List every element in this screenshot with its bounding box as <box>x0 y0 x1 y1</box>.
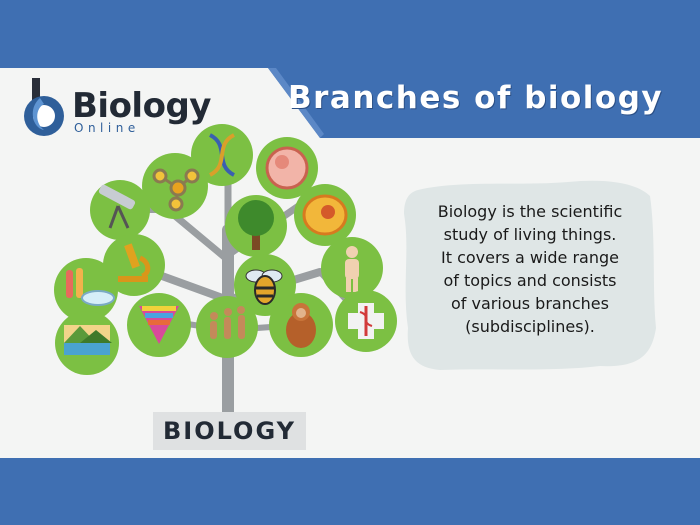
leaf-test-tubes <box>54 258 118 322</box>
human-evolution-icon <box>210 306 245 339</box>
bee-icon <box>245 269 283 305</box>
cell-icon <box>302 194 348 236</box>
leaf-human-body <box>321 237 383 299</box>
description-cloud <box>404 180 656 370</box>
microscope-icon <box>118 243 151 282</box>
biology-online-logo <box>24 78 64 136</box>
bottom-band <box>0 458 700 525</box>
orangutan-icon <box>286 303 316 348</box>
dna-icon <box>208 133 236 177</box>
telescope-icon <box>98 184 136 229</box>
food-pyramid-icon <box>139 306 179 344</box>
leaf-food-pyramid <box>127 293 191 357</box>
leaf-human-evolution <box>196 296 258 358</box>
leaf-embryo <box>256 137 318 199</box>
leaf-orangutan <box>269 293 333 357</box>
leaf-telescope <box>90 180 150 240</box>
page-title: Branches of biology <box>288 80 664 116</box>
test-tubes-icon <box>66 268 115 306</box>
leaf-cell <box>294 184 356 246</box>
molecule-icon <box>152 168 200 212</box>
biology-tree <box>54 124 397 424</box>
description-text: Biology is the scientific study of livin… <box>437 202 623 336</box>
leaf-microscope <box>103 234 165 296</box>
leaf-dna <box>191 124 253 186</box>
embryo-icon <box>265 146 309 190</box>
tree-root-label: BIOLOGY <box>153 412 306 450</box>
top-band <box>0 0 700 68</box>
leaf-landscape <box>55 311 119 375</box>
leaf-medical <box>335 290 397 352</box>
human-body-icon <box>345 246 359 292</box>
leaf-molecule <box>142 153 208 219</box>
medical-symbol-icon <box>348 303 384 339</box>
leaf-tree <box>225 195 287 257</box>
tree-icon <box>238 200 274 250</box>
logo-subtitle: Online <box>74 121 140 135</box>
landscape-icon <box>64 325 112 355</box>
title-banner <box>268 68 700 138</box>
logo-mark-icon <box>24 78 64 136</box>
logo-name: Biology <box>72 86 211 126</box>
